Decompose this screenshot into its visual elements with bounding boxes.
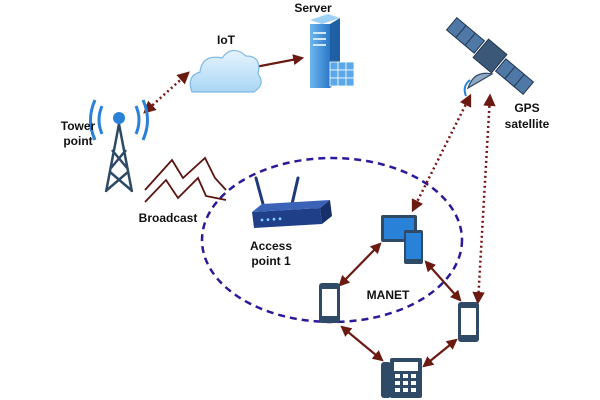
tower-icon <box>89 99 149 193</box>
tower-label-line1: Tower <box>61 119 96 133</box>
gps-label-line1: GPS <box>514 101 539 115</box>
smartphone-icon <box>458 302 479 342</box>
server-label: Server <box>294 1 332 15</box>
broadcast-lightning-icon <box>144 156 227 203</box>
tower-label-line2: point <box>63 134 92 148</box>
tablet-rightphone-link <box>424 260 462 302</box>
tablet-icon <box>381 215 423 264</box>
server-icon <box>310 14 355 88</box>
rightphone-deskphone-link <box>422 338 458 368</box>
router-icon <box>252 176 332 228</box>
tower-iot-link <box>143 71 190 114</box>
satellite-phone-link <box>472 93 496 305</box>
desk-phone-icon <box>381 358 422 398</box>
manet-label: MANET <box>367 288 410 302</box>
access-point-label-line1: Access <box>250 239 292 253</box>
access-point-label-line2: point 1 <box>251 254 291 268</box>
smartphone-icon <box>319 283 340 323</box>
satellite-tablet-link <box>411 93 472 213</box>
satellite-icon <box>445 17 535 97</box>
gps-label-line2: satellite <box>505 117 550 131</box>
leftphone-deskphone-link <box>340 325 384 362</box>
tablet-leftphone-link <box>338 242 382 287</box>
broadcast-label: Broadcast <box>139 211 198 225</box>
iot-label: IoT <box>217 33 236 47</box>
cloud-icon <box>189 49 262 93</box>
